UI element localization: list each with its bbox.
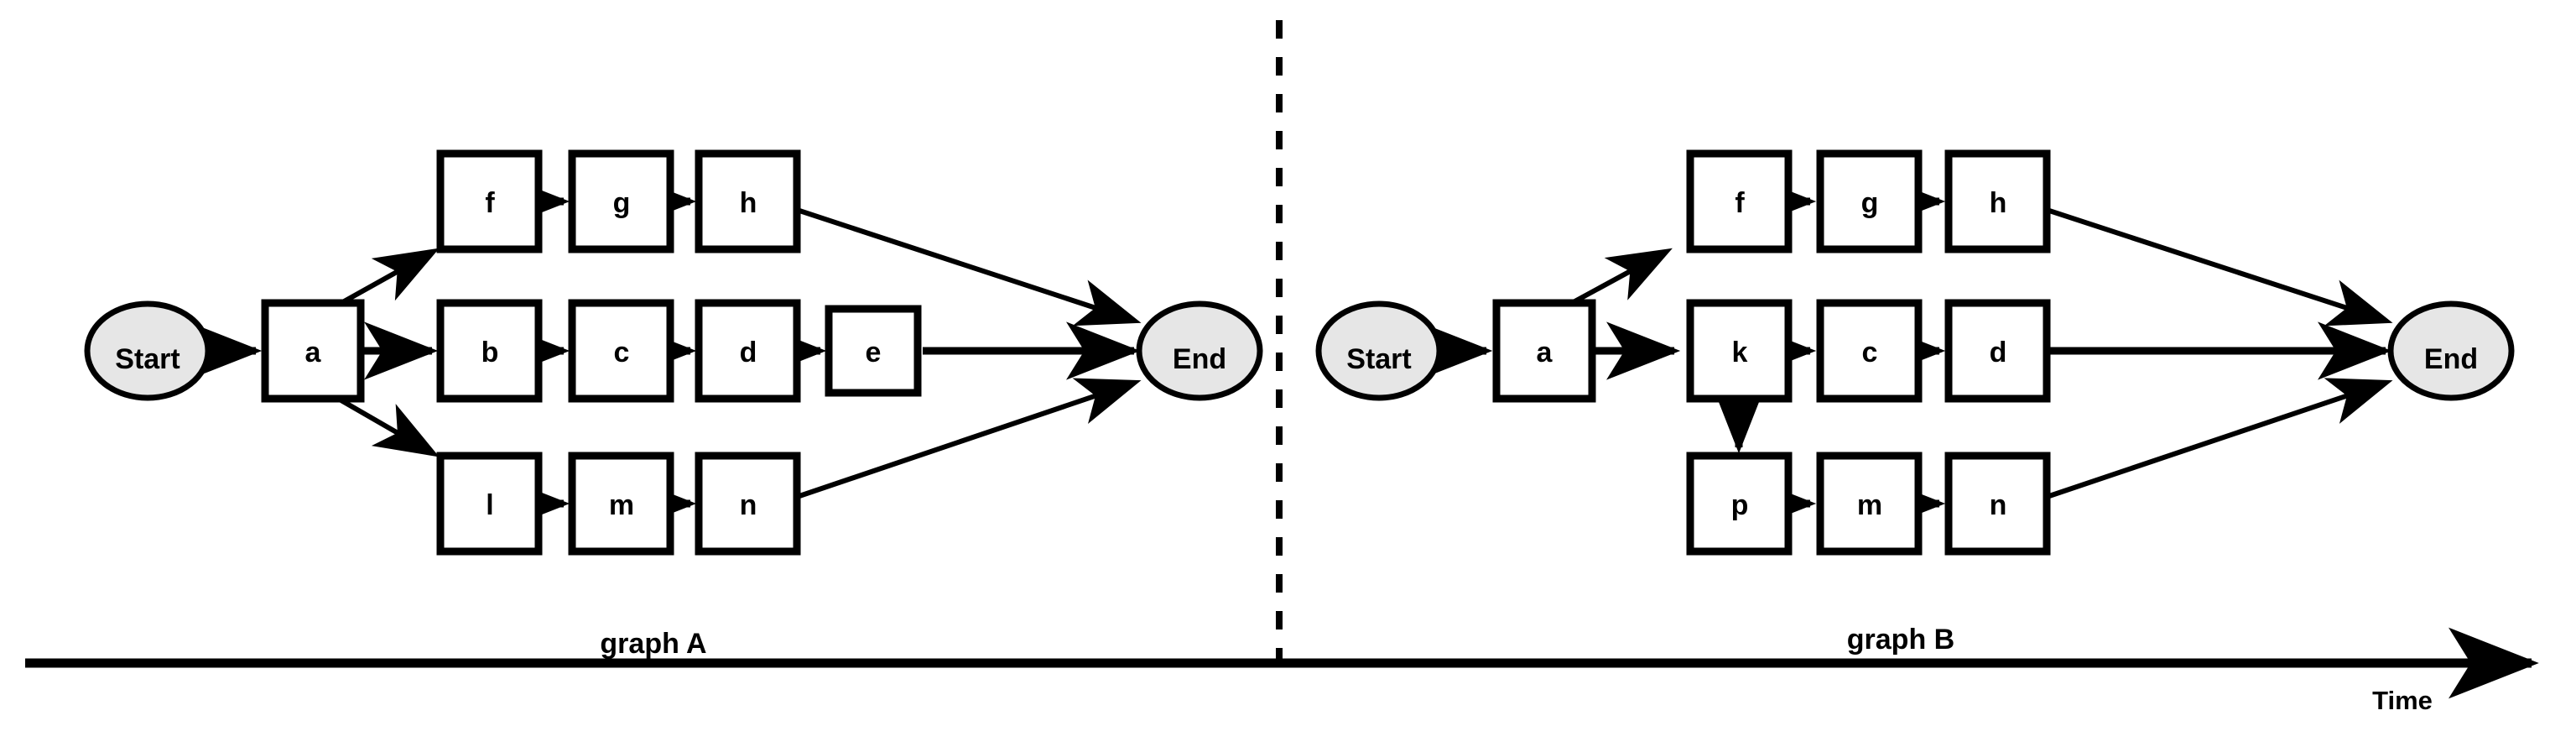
- graph-a-node-g-label: g: [613, 187, 631, 219]
- graph-b-node-c[interactable]: c: [1816, 299, 1923, 403]
- graph-a-node-e-label: e: [866, 337, 882, 368]
- graph-a-node-d-label: d: [740, 337, 757, 368]
- graph-a-node-l[interactable]: l: [436, 452, 543, 556]
- graph-a-node-h[interactable]: h: [695, 149, 801, 253]
- graph-b-node-n[interactable]: n: [1944, 452, 2051, 556]
- graph-a-caption: graph A: [600, 628, 706, 660]
- graph-a-node-h-label: h: [740, 187, 757, 219]
- graph-a-node-c-label: c: [614, 337, 630, 368]
- graph-b-node-m-label: m: [1857, 489, 1882, 521]
- graph-b-node-p[interactable]: p: [1686, 452, 1793, 556]
- graph-a-end-label: End: [1173, 343, 1226, 375]
- graph-b-node-a-label: a: [1537, 337, 1553, 368]
- graph-b-node-p-label: p: [1731, 489, 1749, 521]
- time-axis-label: Time: [2372, 686, 2433, 715]
- graph-b-node-g[interactable]: g: [1816, 149, 1923, 253]
- graph-b-node-h-label: h: [1990, 187, 2007, 219]
- graph-a-node-b-label: b: [481, 337, 499, 368]
- graph-a-edges: [188, 172, 1142, 533]
- graph-b-caption: graph B: [1847, 624, 1954, 656]
- graph-a-node-n[interactable]: n: [695, 452, 801, 556]
- graph-b: Start a f g h k c d: [1315, 149, 2515, 656]
- graph-a-node-f[interactable]: f: [436, 149, 543, 253]
- edge-a-l: [338, 397, 440, 457]
- graph-b-node-f[interactable]: f: [1686, 149, 1793, 253]
- graph-a-end-node[interactable]: End: [1136, 300, 1263, 401]
- graph-b-edges: [1418, 172, 2393, 533]
- graph-b-node-a[interactable]: a: [1492, 299, 1596, 403]
- graph-a-node-a[interactable]: a: [261, 299, 365, 403]
- edge-n-end: [796, 378, 1142, 499]
- edge-h-end: [796, 207, 1142, 326]
- time-axis: Time: [25, 627, 2539, 715]
- graph-a: Start a f g h b c d: [84, 149, 1263, 660]
- graph-b-start-node[interactable]: Start: [1315, 300, 1443, 401]
- edge-a-f: [338, 248, 440, 306]
- graph-b-node-m[interactable]: m: [1816, 452, 1923, 556]
- graph-b-node-k[interactable]: k: [1686, 299, 1793, 403]
- graph-b-node-k-label: k: [1732, 337, 1748, 368]
- graph-a-node-g[interactable]: g: [568, 149, 674, 253]
- graph-b-node-f-label: f: [1735, 187, 1745, 219]
- graph-b-node-n-label: n: [1990, 489, 2007, 521]
- graph-b-end-label: End: [2424, 343, 2478, 375]
- graph-a-node-l-label: l: [486, 489, 493, 521]
- graph-a-node-d[interactable]: d: [695, 299, 801, 403]
- graph-a-node-m-label: m: [609, 489, 634, 521]
- graph-b-node-c-label: c: [1862, 337, 1878, 368]
- graph-a-node-b[interactable]: b: [436, 299, 543, 403]
- graph-a-start-node[interactable]: Start: [84, 300, 211, 401]
- graph-a-start-label: Start: [115, 343, 180, 375]
- graph-a-node-e[interactable]: e: [825, 305, 922, 397]
- graph-a-node-c[interactable]: c: [568, 299, 674, 403]
- edge-a-f: [1569, 248, 1673, 306]
- graph-b-node-h[interactable]: h: [1944, 149, 2051, 253]
- graph-b-node-d[interactable]: d: [1944, 299, 2051, 403]
- graph-a-node-m[interactable]: m: [568, 452, 674, 556]
- graph-b-node-g-label: g: [1861, 187, 1879, 219]
- graph-b-node-d-label: d: [1990, 337, 2007, 368]
- graph-b-start-label: Start: [1346, 343, 1411, 375]
- graph-a-node-n-label: n: [740, 489, 757, 521]
- edge-n-end: [2046, 378, 2393, 499]
- edge-h-end: [2046, 207, 2393, 326]
- graph-b-end-node[interactable]: End: [2387, 300, 2515, 401]
- graph-a-node-f-label: f: [485, 187, 495, 219]
- graph-a-node-a-label: a: [305, 337, 322, 368]
